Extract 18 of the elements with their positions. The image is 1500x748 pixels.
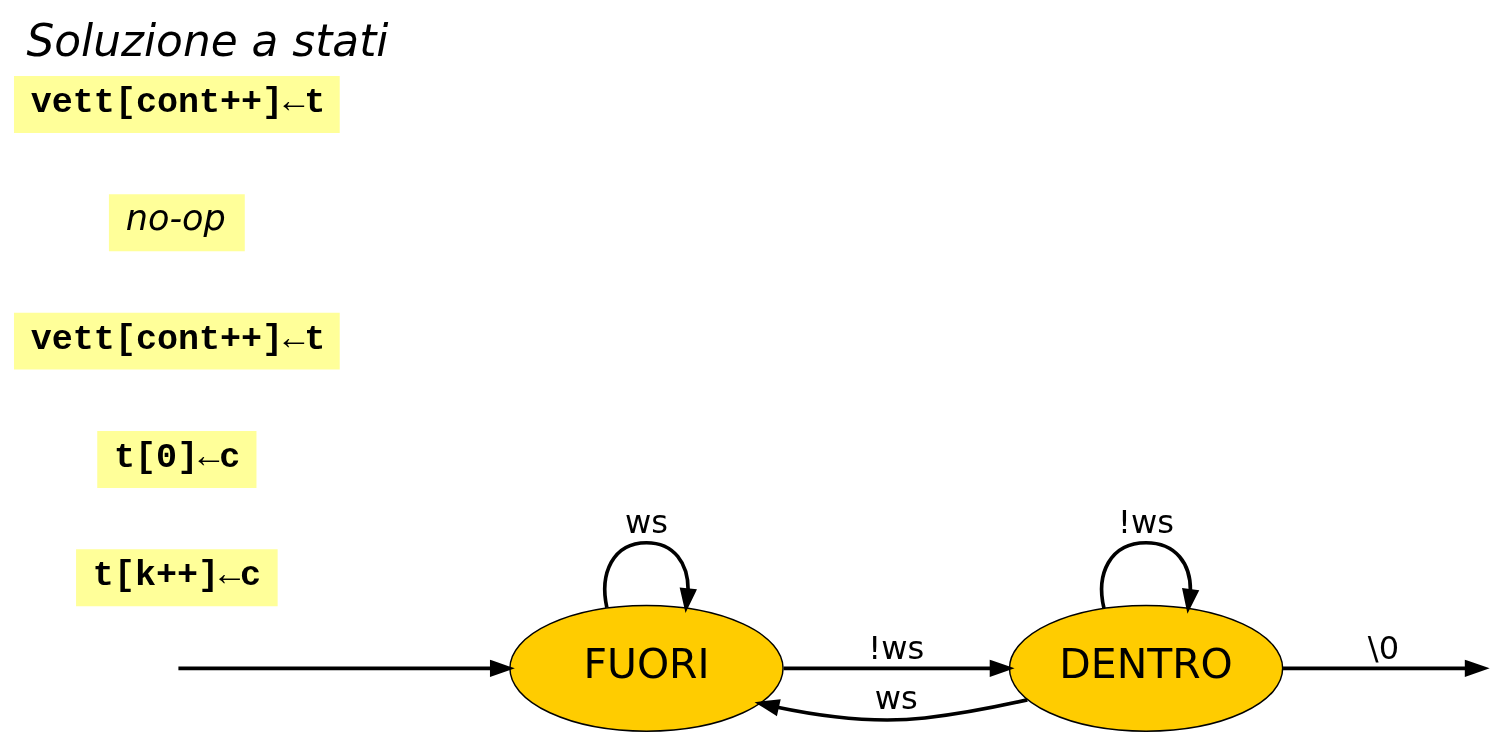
arrow bbox=[1099, 540, 1200, 614]
diagram-title: Soluzione a stati bbox=[26, 15, 389, 67]
label: vett[cont++]←t bbox=[30, 83, 326, 124]
arrow bbox=[1283, 659, 1490, 678]
edge-label: \0 bbox=[1367, 629, 1400, 667]
label: t[k++]←c bbox=[92, 556, 262, 597]
arrow bbox=[178, 659, 515, 678]
label: vett[cont++]←t bbox=[30, 319, 326, 360]
edge-label: ws bbox=[624, 503, 668, 542]
edge-label: !ws bbox=[868, 629, 925, 667]
label: t[0]←c bbox=[114, 438, 241, 479]
node-ellipse: DENTRO bbox=[1008, 604, 1284, 732]
arrow bbox=[783, 659, 1015, 678]
edge-label: !ws bbox=[1118, 503, 1175, 542]
arrow bbox=[603, 540, 697, 614]
arrow bbox=[754, 698, 1028, 722]
label: no-op bbox=[125, 197, 226, 239]
edge-label: ws bbox=[874, 678, 918, 717]
